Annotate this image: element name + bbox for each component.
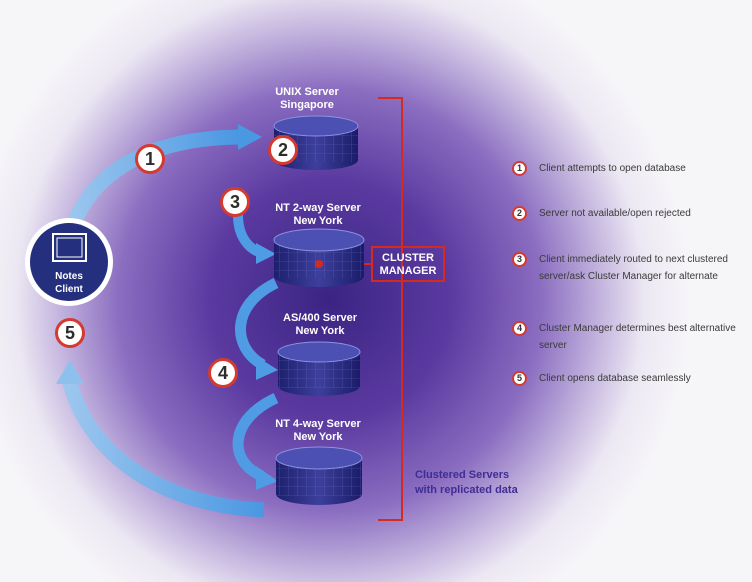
server-as400 xyxy=(277,341,361,396)
arrow-4b-head xyxy=(256,466,278,490)
server-label-unix: UNIX Server Singapore xyxy=(275,86,339,111)
server-nt-4way xyxy=(275,446,363,505)
notes-client xyxy=(25,218,113,306)
step-1-badge: 1 xyxy=(135,144,165,174)
server-label-nt-4way: NT 4-way Server New York xyxy=(275,418,361,443)
legend-item-2: 2 Server not available/open rejected xyxy=(512,205,739,222)
arrow-4 xyxy=(235,278,279,370)
step-3-badge: 3 xyxy=(220,187,250,217)
monitor-icon xyxy=(52,233,87,262)
clustered-servers-caption: Clustered Servers with replicated data xyxy=(415,469,518,496)
step-2-badge: 2 xyxy=(268,135,298,165)
legend-item-1: 1 Client attempts to open database xyxy=(512,160,739,177)
arrow-1-head xyxy=(238,124,262,150)
step-4-badge: 4 xyxy=(208,358,238,388)
cluster-bracket xyxy=(378,97,403,521)
server-label-nt-2way: NT 2-way Server New York xyxy=(275,202,361,227)
arrow-3-head xyxy=(256,243,276,264)
legend-item-3: 3 Client immediately routed to next clus… xyxy=(512,251,739,285)
server-nt-2way xyxy=(273,228,365,287)
step-5-badge: 5 xyxy=(55,318,85,348)
notes-client-label: Notes Client xyxy=(55,271,83,295)
arrow-4-head xyxy=(256,356,278,380)
legend-item-5: 5 Client opens database seamlessly xyxy=(512,370,739,387)
legend-item-4: 4 Cluster Manager determines best altern… xyxy=(512,320,739,354)
arrow-5 xyxy=(62,380,265,518)
server-label-as400: AS/400 Server New York xyxy=(283,312,357,337)
arrow-4b xyxy=(232,393,279,482)
cluster-manager-box: CLUSTER MANAGER xyxy=(371,246,445,282)
arrow-1 xyxy=(64,129,246,236)
arrow-5-head xyxy=(56,360,84,384)
